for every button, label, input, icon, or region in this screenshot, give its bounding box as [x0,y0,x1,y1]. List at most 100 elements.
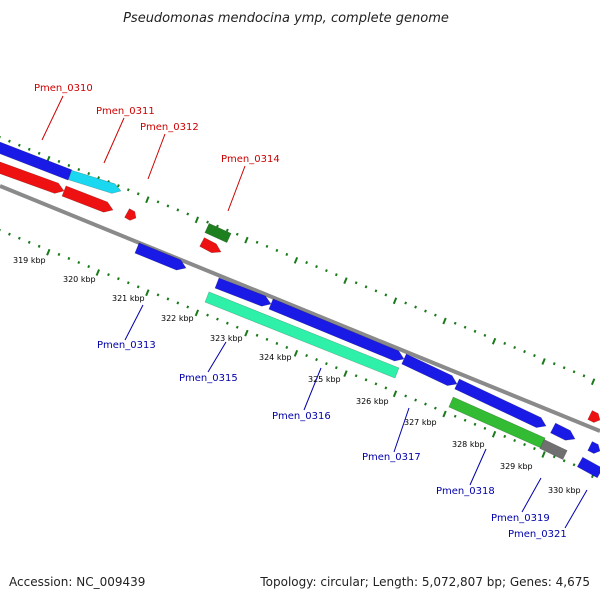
kbp-label: 321 kbp [112,294,145,303]
tick-mark [491,430,497,438]
leader-line [41,95,64,141]
gene-labels: Pmen_0310 Pmen_0311 Pmen_0312 Pmen_0314 … [34,83,567,540]
tick-mark [384,386,388,390]
gene-label-reverse: Pmen_0313 [97,340,156,351]
tick-mark [145,196,150,204]
tick-mark [513,345,517,350]
tick-mark [265,244,269,248]
tick-mark [463,418,467,422]
tick-mark [384,293,388,297]
tick-mark [117,184,120,188]
tick-mark [523,443,526,447]
tick-mark [392,297,398,305]
accession-text: Accession: NC_009439 [9,575,145,589]
tick-mark [27,240,31,244]
gene-blue-0315a [214,277,272,307]
tick-mark [325,362,328,366]
tick-mark [194,309,200,317]
gene-pmen-0318 [454,378,547,428]
tick-mark [166,204,170,208]
tick-mark [424,402,427,406]
gene-pmen-0317 [401,353,458,386]
tick-mark [414,398,417,402]
tick-mark [235,232,239,236]
tick-mark [107,273,110,277]
tick-mark [216,224,219,228]
tick-mark [77,167,81,172]
tick-mark [194,216,200,224]
tick-mark [453,321,457,325]
tick-mark [77,260,81,265]
tick-mark [404,301,408,305]
tick-mark [433,406,437,410]
kbp-label: 320 kbp [63,275,96,284]
gene-pmen-0314 [204,223,232,243]
leader-line [521,477,542,513]
tick-mark [533,354,536,358]
tick-mark [265,337,269,341]
tick-mark [503,341,507,345]
tick-mark [126,188,130,192]
gene-label-forward: Pmen_0312 [140,122,199,133]
tick-mark [343,370,348,377]
tick-mark [392,390,398,398]
gene-label-reverse: Pmen_0318 [436,486,495,497]
tick-mark [285,345,289,349]
tick-mark [364,285,368,289]
gene-label-reverse: Pmen_0321 [508,529,567,540]
kbp-label: 323 kbp [210,334,243,343]
tick-mark [67,163,71,168]
tick-mark [225,228,229,232]
tick-mark [305,354,309,358]
tick-mark [483,426,487,430]
gene-features [0,141,600,479]
tick-mark [87,265,91,269]
tick-mark [37,151,41,155]
leader-line [147,133,166,180]
tick-mark [46,248,51,256]
tick-mark [453,414,457,418]
tick-mark [572,370,576,374]
gene-red-edge [587,410,600,423]
tick-mark [374,382,378,386]
tick-mark [57,159,61,163]
tick-mark [156,293,160,297]
tick-mark [354,281,358,285]
leader-line [207,341,227,373]
tick-mark [176,208,180,212]
gene-label-forward: Pmen_0310 [34,83,93,94]
tick-mark [325,269,328,273]
tick-mark [562,459,566,463]
tick-mark [541,358,546,365]
tick-mark [305,261,309,265]
tick-mark [414,305,417,309]
tick-mark [136,285,140,289]
kbp-label: 319 kbp [13,256,46,265]
gene-red-small [199,237,222,254]
tick-mark [424,309,427,313]
tick-mark [87,172,91,176]
tick-mark [293,256,299,264]
kbp-label: 330 kbp [548,486,581,495]
tick-mark [17,143,21,147]
gene-pmen-0319 [539,439,568,460]
tick-mark [343,277,348,284]
tick-mark [166,297,170,301]
tick-mark [354,374,358,378]
tick-mark [225,321,229,325]
gene-label-forward: Pmen_0311 [96,106,155,117]
tick-mark [513,438,517,443]
tick-mark [541,451,546,458]
tick-mark [8,139,11,143]
kbp-scale: 319 kbp 320 kbp 321 kbp 322 kbp 323 kbp … [13,256,581,495]
tick-mark [473,329,477,333]
leader-line [469,448,487,486]
tick-mark [285,252,289,256]
tick-mark [186,212,190,216]
tick-mark [57,252,61,256]
genome-summary-text: Topology: circular; Length: 5,072,807 bp… [259,575,590,589]
tick-mark [503,434,507,438]
gene-pmen-0321 [576,456,600,479]
tick-mark [136,192,140,196]
